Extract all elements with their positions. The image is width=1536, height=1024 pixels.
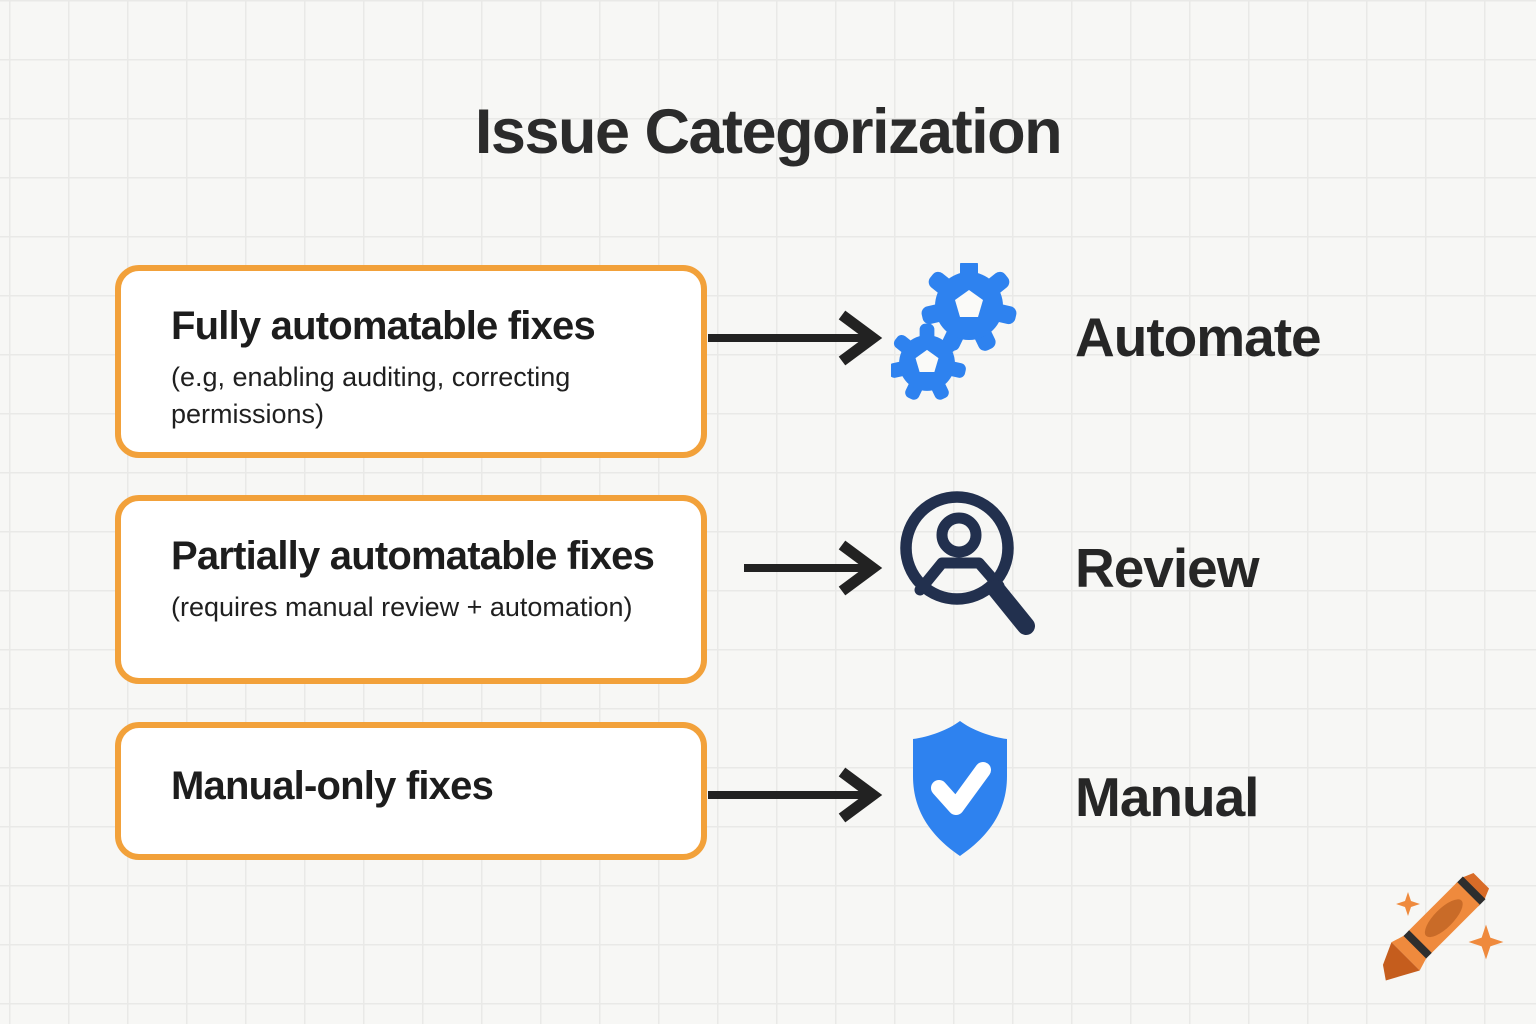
shield-check-icon [913,721,1007,856]
category-box-fully-automatable: Fully automatable fixes (e.g, enabling a… [115,265,707,458]
page-title: Issue Categorization [474,97,1063,167]
category-label: Review [1075,537,1260,599]
category-heading: Manual-only fixes [171,764,494,808]
person-search-icon [900,491,1035,635]
category-subtext: (e.g, enabling auditing, correcting perm… [171,362,571,430]
category-heading: Fully automatable fixes [171,304,596,348]
category-label: Automate [1075,306,1322,368]
crayon-icon [1382,872,1504,981]
category-subtext: (requires manual review + automation) [171,592,633,622]
category-box-partially-automatable: Partially automatable fixes (requires ma… [115,495,707,684]
arrow-right-icon [744,540,883,596]
gears-icon [891,263,1017,400]
category-box-manual-only: Manual-only fixes [115,722,707,860]
arrow-right-icon [708,310,883,366]
category-label: Manual [1075,766,1259,828]
arrow-right-icon [708,767,883,823]
category-heading: Partially automatable fixes [171,527,673,585]
